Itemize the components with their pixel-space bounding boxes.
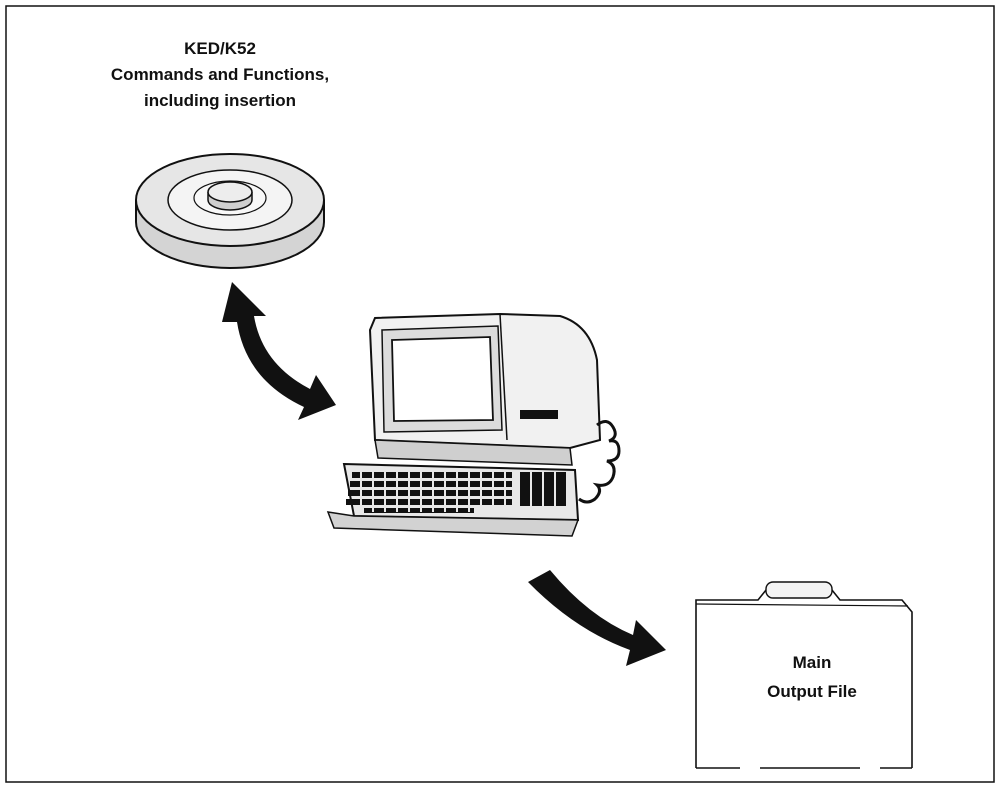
disk-label-line-2: Commands and Functions, [110,65,330,84]
file-folder-icon [695,581,913,769]
computer-terminal-icon [326,312,621,537]
file-label-line-2: Output File [767,682,857,701]
figure-frame [5,5,995,783]
disk-label-line-1: KED/K52 [184,39,256,58]
disk-label-line-3: including insertion [143,91,297,110]
floppy-disk-icon [135,153,325,269]
file-label: Main Output File [712,648,912,706]
bidirectional-arrow [222,282,336,420]
disk-label: KED/K52 Commands and Functions, includin… [60,36,380,114]
file-label-line-1: Main [792,653,832,672]
output-arrow [528,570,666,666]
